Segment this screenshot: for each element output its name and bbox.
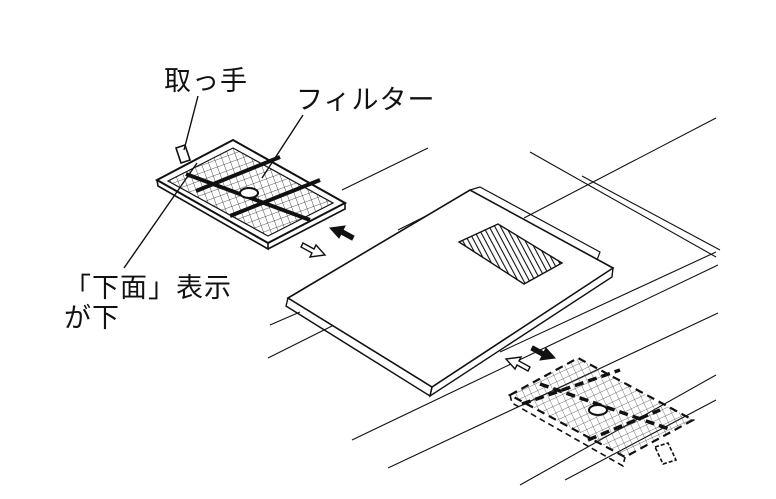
arrow-pull-out-upper [300, 242, 327, 258]
label-handle: 取っ手 [164, 66, 248, 97]
leader-filter [261, 114, 304, 179]
arrow-push-in-upper [328, 225, 355, 241]
label-bottom-side-2: が下 [64, 303, 120, 334]
filter-center-ring [239, 187, 259, 199]
filter-handle-lower [653, 442, 678, 465]
label-bottom-side-1: 「下面」表示 [64, 273, 232, 304]
ventilation-unit-panel [285, 186, 615, 398]
filter-handle [174, 143, 192, 165]
arrow-push-in-lower [530, 345, 557, 361]
leader-handle [183, 95, 199, 151]
leader-bottom-side [123, 162, 198, 269]
arrow-pull-out-lower [504, 356, 531, 372]
filter-lower [507, 356, 696, 468]
ventilation-grille [457, 223, 564, 285]
label-filter: フィルター [296, 85, 436, 116]
filter-upper [154, 138, 348, 251]
